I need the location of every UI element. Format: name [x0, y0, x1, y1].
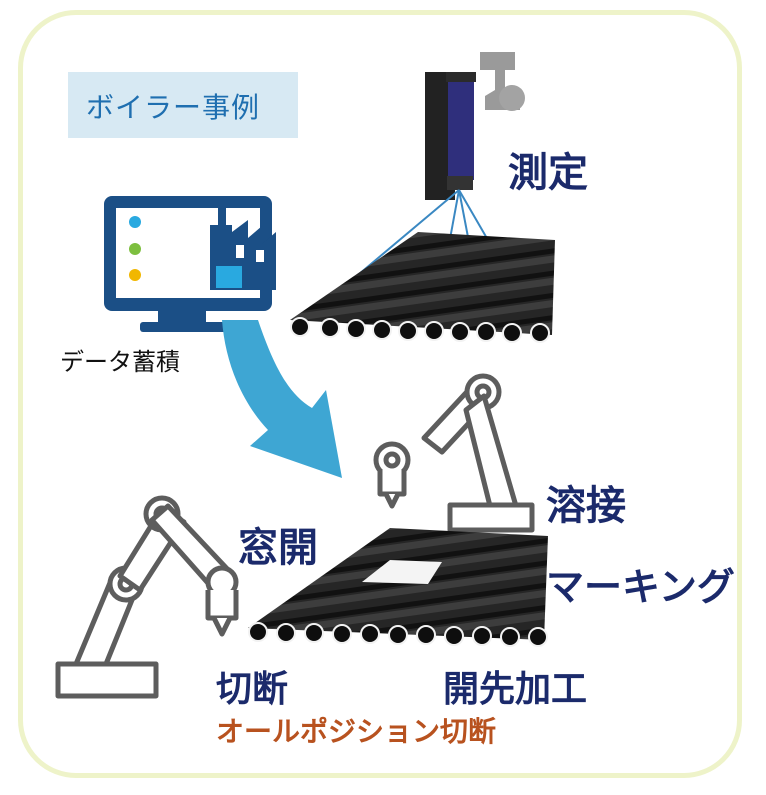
label-measure: 測定 [508, 150, 588, 196]
diagram-frame [18, 10, 742, 778]
lower-tube-panel [248, 528, 548, 647]
label-bevel: 開先加工 [443, 669, 588, 710]
label-welding: 溶接 [546, 483, 626, 529]
upper-tube-panel [290, 232, 555, 343]
case-tag: ボイラー事例 [68, 72, 298, 138]
case-tag-label: ボイラー事例 [86, 91, 261, 124]
label-data-storage: データ蓄積 [60, 348, 180, 376]
label-window-opening: 窓開 [238, 525, 318, 571]
factory-monitor-icon [104, 196, 276, 332]
robot-arm-icon [373, 373, 535, 533]
curved-arrow-icon [222, 320, 342, 478]
robot-arm-icon [55, 495, 239, 699]
label-cutting: 切断 [216, 669, 289, 710]
label-marking: マーキング [546, 565, 735, 609]
label-all-position-cutting: オールポジション切断 [216, 715, 497, 748]
